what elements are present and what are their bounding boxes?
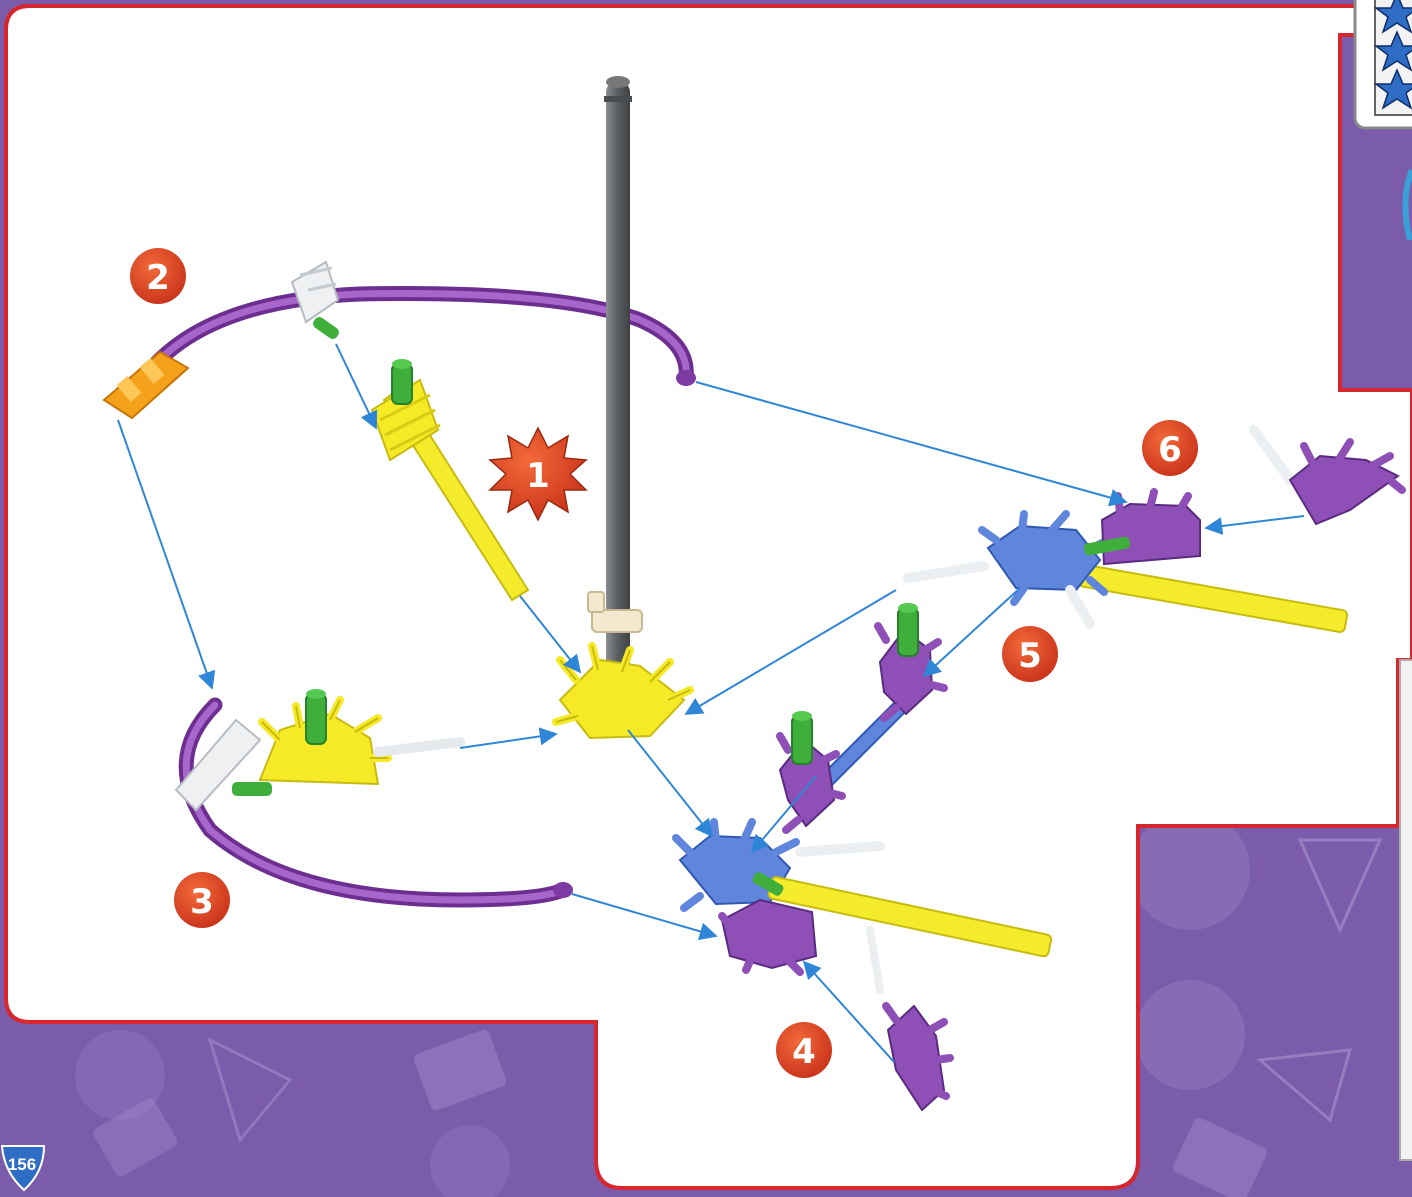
- step-label-3: 3: [190, 882, 214, 922]
- page-number: 156: [8, 1155, 36, 1174]
- grey-rod: [604, 76, 632, 686]
- step-label-5: 5: [1018, 636, 1042, 676]
- step-label-1: 1: [526, 456, 550, 496]
- step-badge-4: 4: [776, 1022, 832, 1078]
- step-label-2: 2: [146, 258, 170, 298]
- step-badge-5: 5: [1002, 626, 1058, 682]
- step-label-4: 4: [792, 1032, 816, 1072]
- side-panel-edge: [1400, 660, 1412, 1160]
- step-badge-6: 6: [1142, 420, 1198, 476]
- step-badge-2: 2: [130, 248, 186, 304]
- step-label-6: 6: [1158, 430, 1182, 470]
- step-badge-3: 3: [174, 872, 230, 928]
